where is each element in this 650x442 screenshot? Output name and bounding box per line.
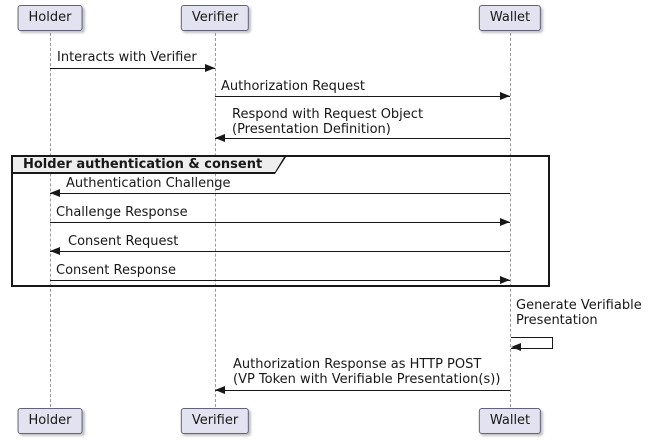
message-line	[50, 193, 510, 194]
frame-tab-corner	[275, 157, 284, 172]
frame-label-tab	[13, 157, 275, 174]
actor-label: Verifier	[191, 413, 239, 428]
arrowhead-left-icon	[50, 247, 60, 255]
lifeline-verifier	[215, 33, 216, 407]
actor-verifier-top: Verifier	[180, 5, 250, 31]
message-label: Respond with Request Object (Presentatio…	[232, 107, 424, 137]
lifeline-wallet	[510, 33, 511, 407]
arrowhead-left-icon	[215, 134, 225, 142]
arrowhead-right-icon	[500, 92, 510, 100]
message-label: Consent Request	[68, 234, 179, 249]
message-line	[50, 68, 215, 69]
message-line	[215, 96, 510, 97]
arrowhead-left-icon	[215, 386, 225, 394]
actor-label: Holder	[28, 413, 72, 428]
message-label: Generate Verifiable Presentation	[516, 298, 642, 328]
lifeline-holder	[50, 33, 51, 407]
message-label: Authorization Request	[221, 79, 366, 94]
actor-label: Wallet	[489, 10, 531, 25]
actor-wallet-top: Wallet	[478, 5, 542, 31]
message-line	[215, 138, 510, 139]
frame-label: Holder authentication & consent	[23, 157, 263, 172]
arrowhead-right-icon	[500, 218, 510, 226]
actor-verifier-bottom: Verifier	[180, 408, 250, 434]
message-line	[50, 280, 510, 281]
message-line	[215, 390, 510, 391]
actor-label: Verifier	[191, 10, 239, 25]
arrowhead-right-icon	[205, 64, 215, 72]
frame-holder-auth-consent: Holder authentication & consent	[11, 155, 550, 287]
actor-holder-bottom: Holder	[17, 408, 83, 434]
message-label: Authorization Response as HTTP POST (VP …	[233, 357, 501, 387]
message-line	[50, 222, 510, 223]
message-line	[50, 251, 510, 252]
arrowhead-left-icon	[511, 343, 521, 351]
arrowhead-left-icon	[50, 189, 60, 197]
actor-label: Wallet	[489, 413, 531, 428]
message-label: Challenge Response	[56, 205, 188, 220]
message-label: Interacts with Verifier	[57, 50, 197, 65]
arrowhead-right-icon	[500, 276, 510, 284]
message-label: Authentication Challenge	[66, 176, 231, 191]
self-message-loop	[511, 337, 553, 349]
actor-label: Holder	[28, 10, 72, 25]
actor-wallet-bottom: Wallet	[478, 408, 542, 434]
message-label: Consent Response	[56, 263, 176, 278]
actor-holder-top: Holder	[17, 5, 83, 31]
